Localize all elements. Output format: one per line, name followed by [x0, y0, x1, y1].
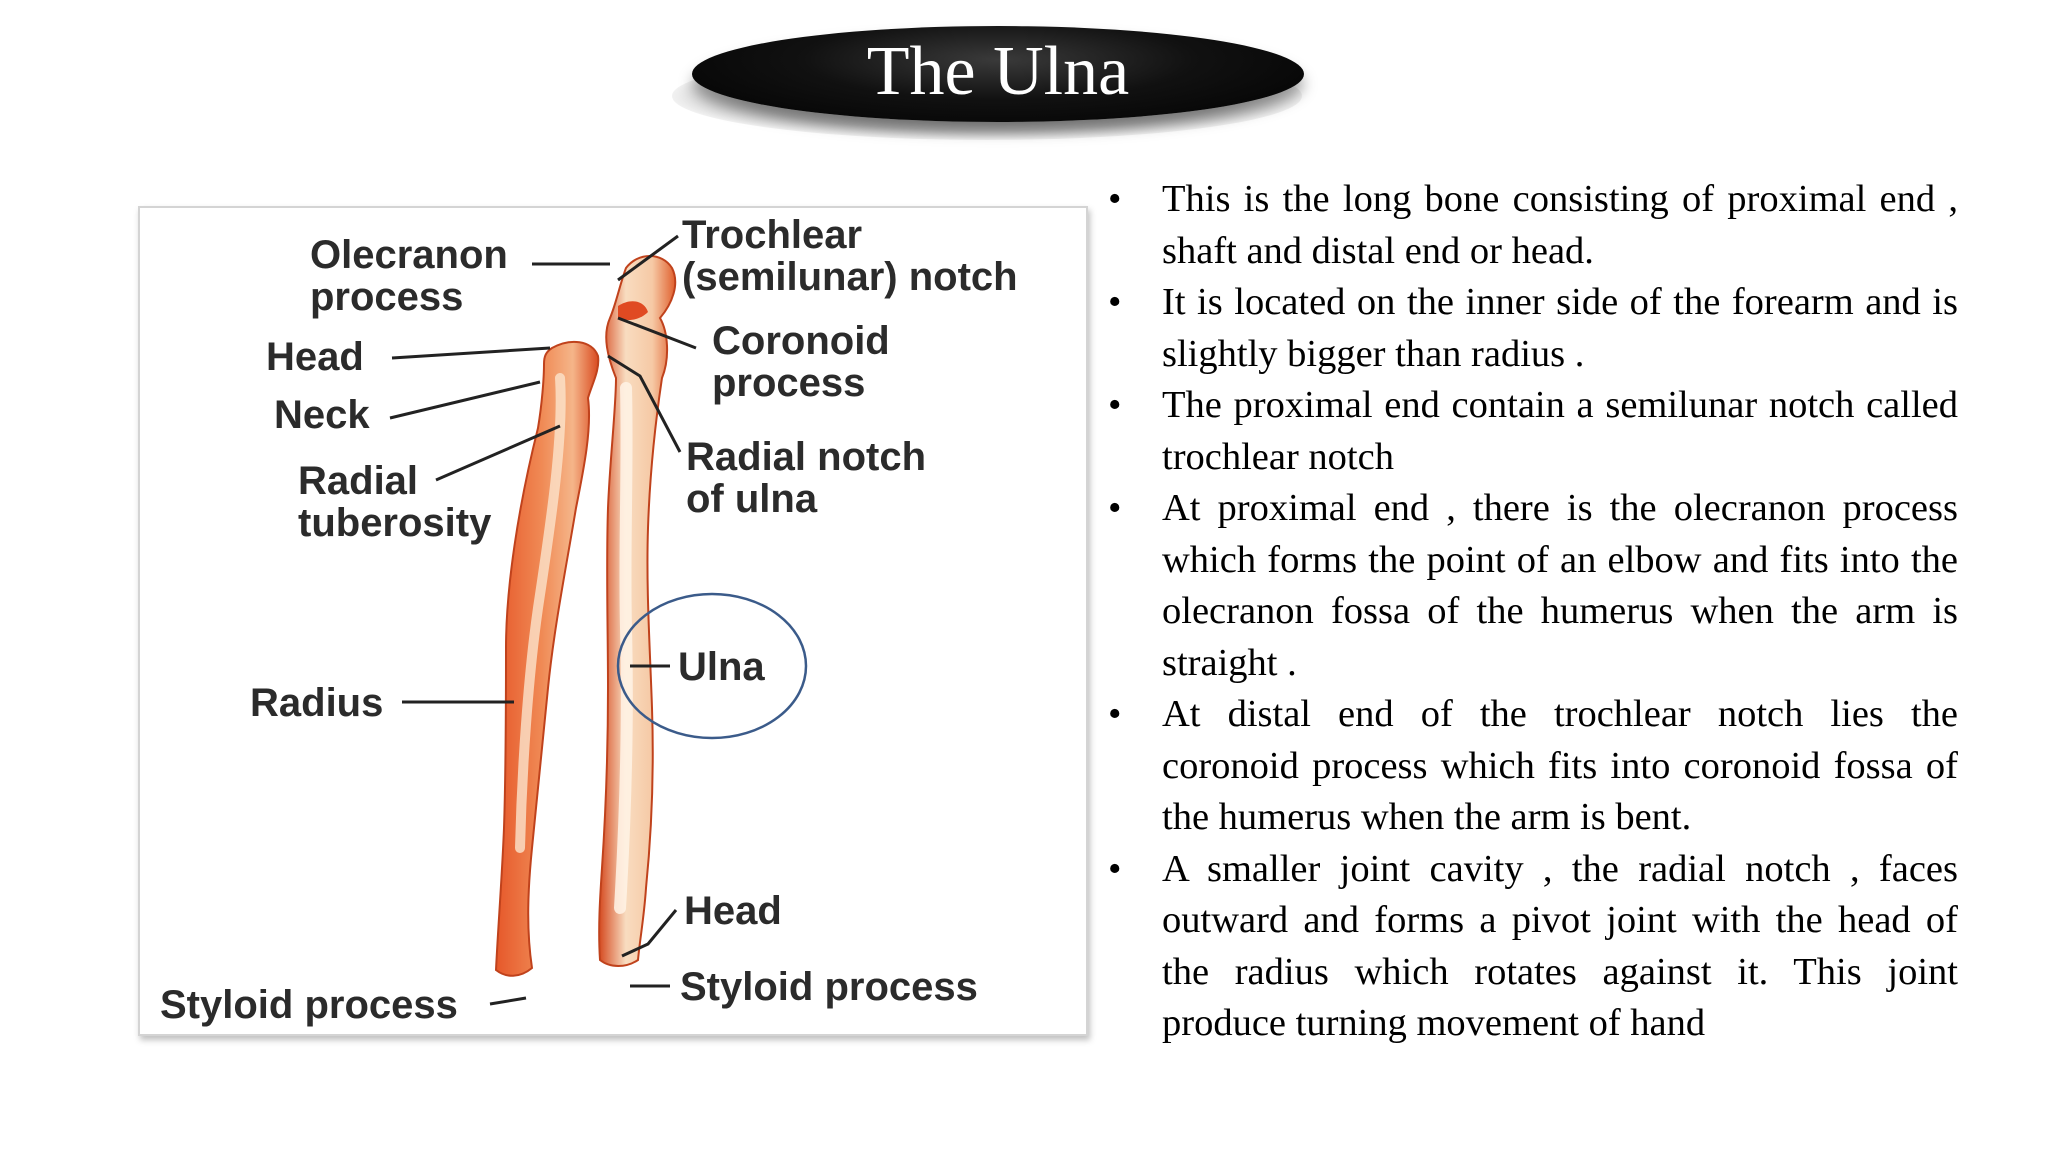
bullet-item: • A smaller joint cavity , the radial not… — [1108, 844, 1958, 1050]
label-styloid-right: Styloid process — [680, 965, 978, 1009]
leader-lines — [389, 234, 697, 1006]
styloid-left-leader — [489, 996, 527, 1006]
label-ulna: Ulna — [678, 645, 765, 689]
radial-tuberosity-leader — [435, 424, 561, 482]
radius-shaft-highlight — [515, 373, 566, 853]
neck-leader — [389, 380, 541, 420]
label-head-bottom: Head — [684, 889, 782, 933]
bullet-dot: • — [1108, 847, 1122, 890]
bullet-item: • At distal end of the trochlear notch li… — [1108, 689, 1958, 844]
bullet-item: • This is the long bone consisting of pro… — [1108, 174, 1958, 277]
label-trochlear: Trochlear — [682, 213, 862, 257]
radius-bone — [494, 340, 600, 977]
label-of-ulna: of ulna — [686, 477, 818, 521]
bullet-text: At distal end of the trochlear notch lie… — [1162, 693, 1958, 838]
head-top-leader — [391, 346, 551, 360]
radial-notch-leader — [607, 354, 682, 453]
label-tuberosity: tuberosity — [298, 501, 492, 545]
ulna-bone — [598, 255, 677, 967]
trochlear-leader — [617, 234, 679, 282]
ulna-diagram: Olecranon process Trochlear (semilunar) … — [138, 206, 1088, 1036]
bullet-dot: • — [1108, 693, 1122, 735]
forearm-bones-illustration: Olecranon process Trochlear (semilunar) … — [160, 213, 1018, 1027]
bullet-dot: • — [1108, 281, 1122, 323]
bullet-text: It is located on the inner side of the f… — [1162, 281, 1958, 375]
ulna-highlight-circle — [616, 592, 808, 740]
bullet-text: A smaller joint cavity , the radial notc… — [1162, 847, 1958, 1045]
label-styloid-left: Styloid process — [160, 983, 458, 1027]
bullet-item: • The proximal end contain a semilunar no… — [1108, 380, 1958, 483]
coronoid-leader — [617, 316, 697, 350]
label-semilunar-notch: (semilunar) notch — [682, 255, 1018, 299]
label-radial: Radial — [298, 459, 418, 503]
label-radial-notch: Radial notch — [686, 435, 926, 479]
bullet-dot: • — [1108, 487, 1122, 529]
bullet-dot: • — [1108, 384, 1122, 426]
label-coronoid: Coronoid — [712, 319, 890, 363]
bullet-text: This is the long bone consisting of prox… — [1162, 178, 1958, 272]
trochlear-notch-shape — [618, 301, 648, 320]
title-banner: The Ulna — [692, 26, 1304, 122]
ulna-shaft-highlight — [614, 382, 633, 914]
label-neck: Neck — [274, 393, 370, 437]
label-head-top: Head — [266, 335, 364, 379]
bullet-text: At proximal end , there is the olecranon… — [1162, 487, 1958, 684]
bullet-dot: • — [1108, 178, 1122, 220]
label-olecranon-process: process — [310, 275, 463, 319]
head-bottom-leader — [621, 909, 678, 958]
label-coronoid-process: process — [712, 361, 865, 405]
bullet-item: • It is located on the inner side of the … — [1108, 277, 1958, 380]
label-olecranon: Olecranon — [310, 233, 508, 277]
label-radius: Radius — [250, 681, 383, 725]
slide-title: The Ulna — [866, 33, 1130, 110]
bullet-text: The proximal end contain a semilunar not… — [1162, 384, 1958, 478]
bullet-list: • This is the long bone consisting of pro… — [1108, 174, 1958, 1050]
bullet-item: • At proximal end , there is the olecrano… — [1108, 483, 1958, 689]
